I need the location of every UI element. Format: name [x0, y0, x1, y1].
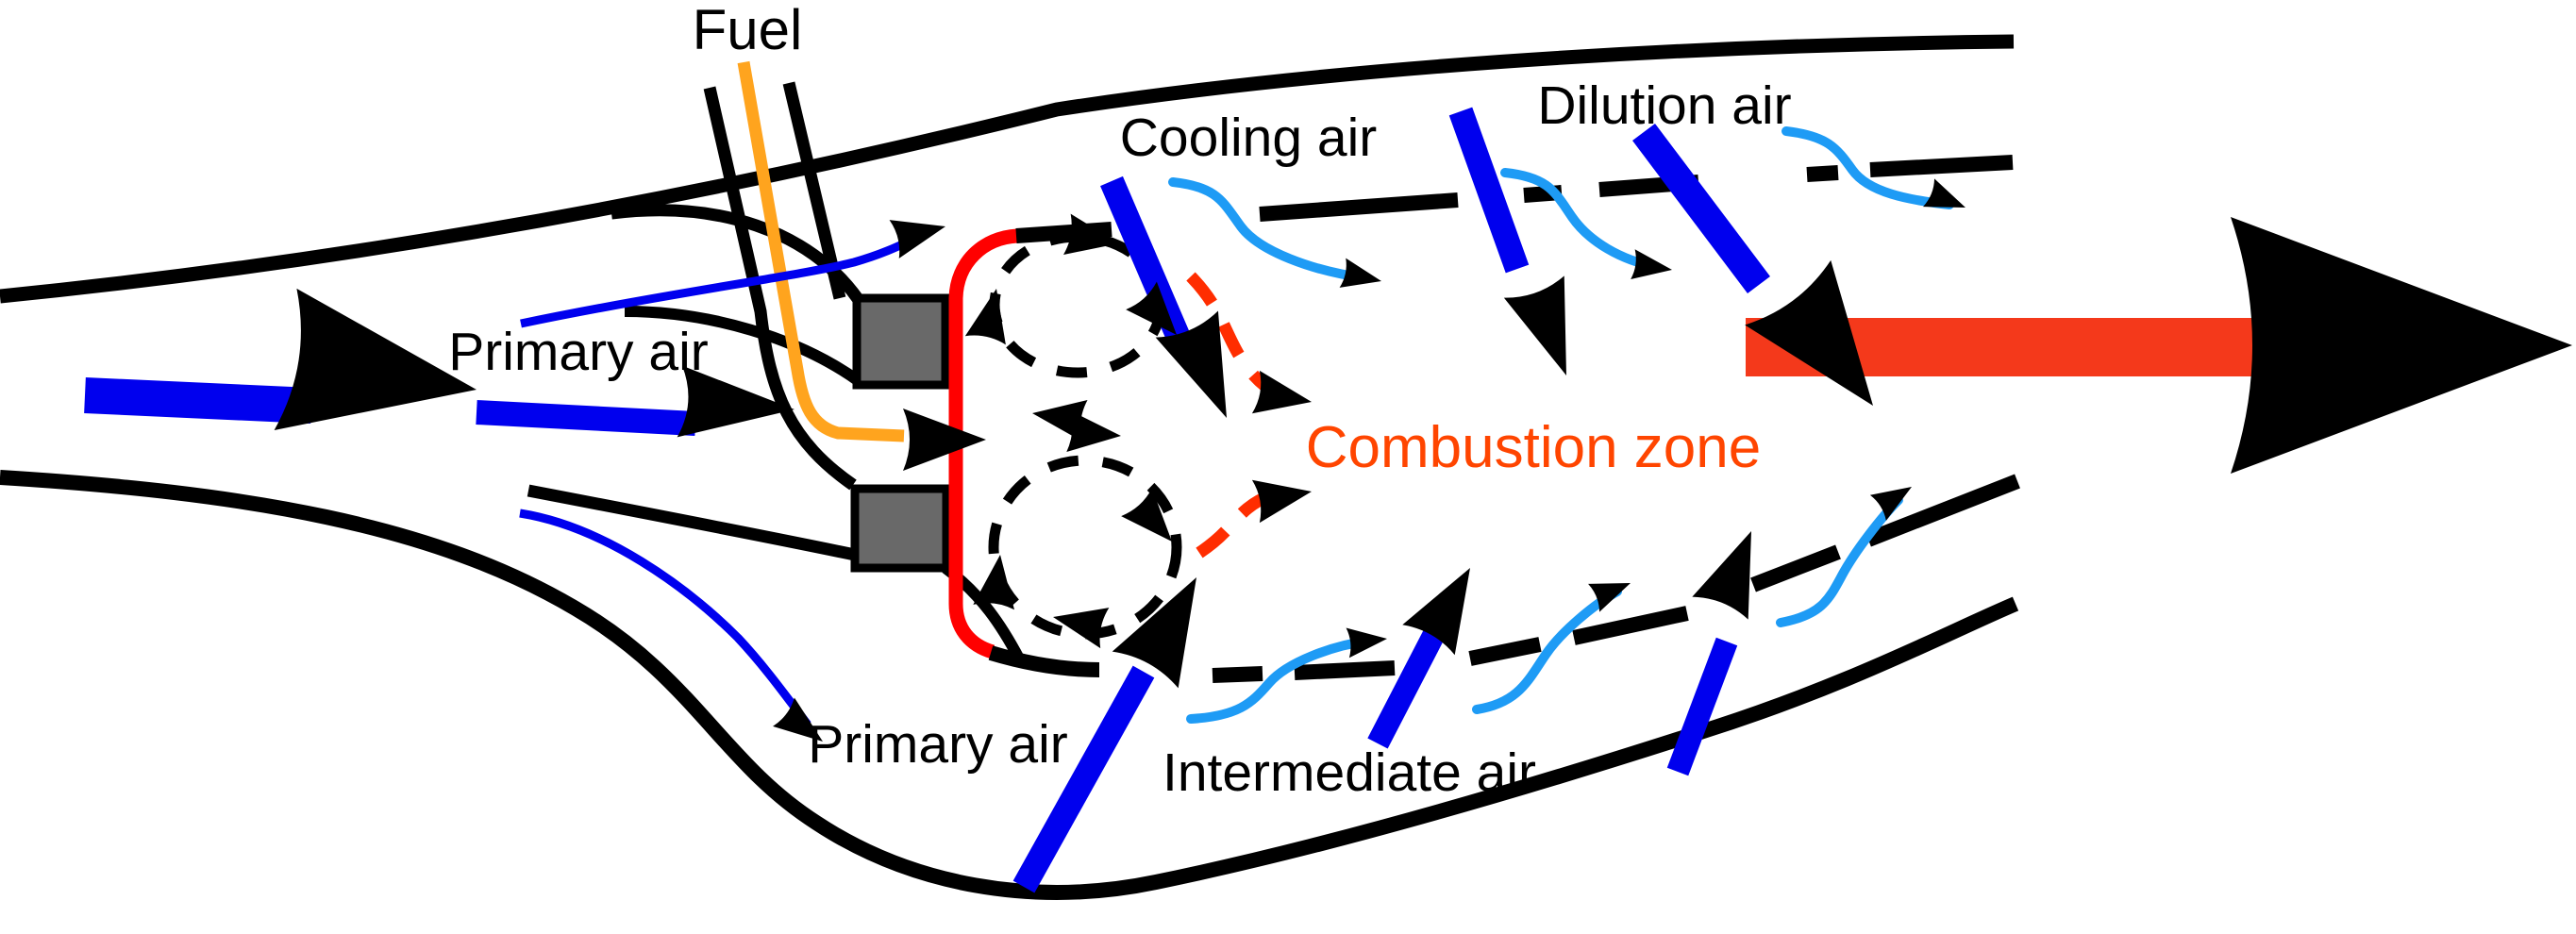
primary-air-main-arrow-shaft	[84, 377, 312, 424]
annulus-top-arrowhead	[889, 220, 945, 259]
film-cooling-top-1	[1168, 177, 1371, 283]
liner-bottom	[988, 474, 2020, 683]
intermediate-air-2-arrowhead	[1692, 531, 1751, 620]
swirler-block-bottom	[850, 484, 951, 573]
casing-top	[0, 34, 2015, 304]
fuel-arrowhead	[903, 409, 986, 471]
label-cooling-air: Cooling air	[1120, 108, 1377, 168]
label-primary-air-bottom: Primary air	[808, 714, 1068, 775]
vortex-upper-inner-arrowhead	[1126, 281, 1177, 335]
label-combustion-zone: Combustion zone	[1306, 415, 1762, 480]
film-cooling-bottom-3-arrowhead	[1869, 487, 1912, 521]
primary-air-snout-arrow-shaft	[476, 400, 696, 436]
vortex-center-right-arrowhead	[1066, 410, 1121, 453]
film-cooling-top-2	[1500, 168, 1662, 272]
snout-upper-inner	[624, 306, 862, 386]
vortex-upper-top-arrowhead	[1063, 213, 1119, 255]
flame-front-lower-arrowhead	[1251, 479, 1312, 524]
primary-air-lower-arrowhead	[1112, 577, 1196, 689]
casing-bottom	[0, 470, 2019, 900]
intermediate-air-jet-2-shaft	[1666, 637, 1738, 776]
primary-air-snout-arrowhead	[677, 365, 795, 438]
film-cooling-bottom-2-arrowhead	[1588, 583, 1631, 612]
annulus-flow-line-bottom	[519, 509, 811, 727]
dilution-air-jet-arrowhead	[1745, 259, 1873, 406]
annulus-bottom-arrowhead	[773, 697, 823, 742]
label-primary-air-top: Primary air	[448, 322, 709, 382]
annulus-flow-line-top	[520, 229, 927, 328]
film-cooling-top-3	[1781, 126, 1954, 209]
cooling-air-jet-arrowhead	[1155, 310, 1227, 418]
fuel-injector-wall-right	[782, 81, 846, 300]
dilution-air-jet-shaft	[1632, 123, 1770, 294]
mid-liner-air-jet-arrowhead	[1503, 275, 1566, 375]
film-cooling-bottom-1	[1186, 636, 1375, 724]
film-cooling-bottom-1-arrowhead	[1346, 627, 1387, 659]
film-cooling-bottom-2	[1472, 587, 1622, 714]
vortex-upper-left-arrowhead	[964, 289, 1006, 345]
label-fuel: Fuel	[693, 0, 803, 61]
flame-front-upper-arrowhead	[1251, 370, 1312, 414]
mid-liner-air-jet-shaft	[1448, 107, 1530, 274]
fuel-line	[737, 60, 905, 442]
vortex-lower-left-arrowhead	[973, 555, 1015, 610]
film-cooling-top-2-arrowhead	[1631, 249, 1672, 279]
primary-air-lower-jet-shaft	[1012, 665, 1155, 893]
flame-front-lower	[1196, 485, 1290, 559]
snout-lower	[527, 484, 857, 561]
film-cooling-top-3-arrowhead	[1923, 178, 1965, 208]
label-dilution-air: Dilution air	[1537, 75, 1791, 136]
swirler-block-top	[852, 293, 950, 390]
film-cooling-bottom-3	[1776, 495, 1903, 627]
film-cooling-flows	[1168, 126, 1954, 724]
intermediate-air-jet-1-shaft	[1367, 628, 1445, 749]
intermediate-air-1-arrowhead	[1402, 568, 1470, 656]
film-cooling-top-1-arrowhead	[1339, 258, 1381, 288]
vortex-lower-bottom-arrowhead	[1053, 608, 1110, 649]
liner-dome	[948, 228, 1018, 659]
exhaust-arrowhead	[2231, 217, 2572, 474]
primary-air-main-arrowhead	[274, 288, 477, 430]
vortex-lower-inner-arrowhead	[1121, 488, 1172, 542]
label-intermediate-air: Intermediate air	[1163, 742, 1536, 803]
recirculation-vortex-lower	[988, 455, 1182, 640]
